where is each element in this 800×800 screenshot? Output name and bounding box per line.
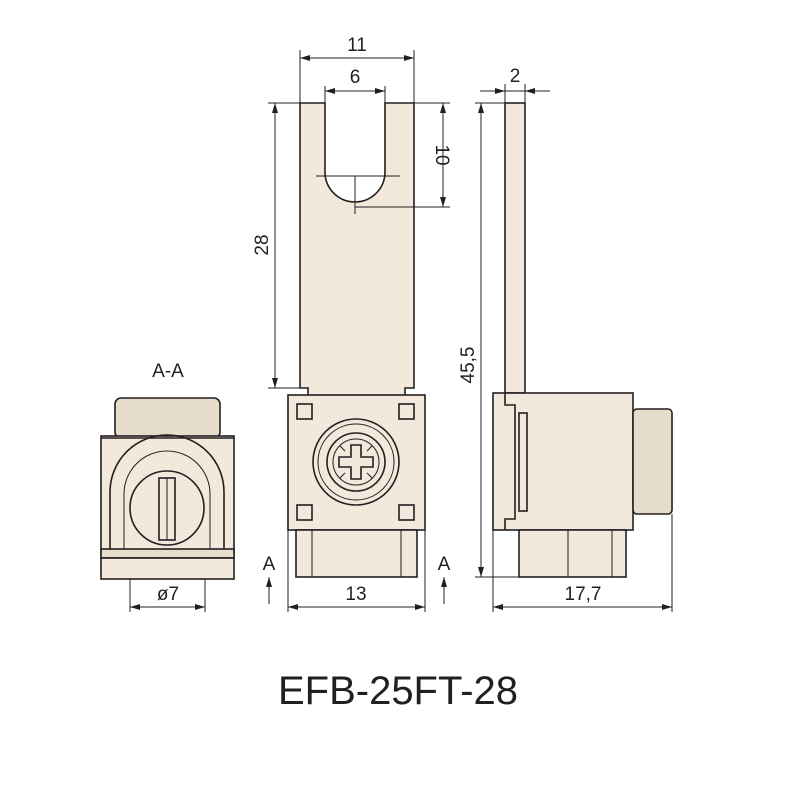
section-marker-right: A [438,554,451,575]
side-foot [518,529,627,578]
dim-total-height: 45,5 [458,347,479,384]
corner-square-bl [296,504,313,521]
section-label: A-A [152,361,184,382]
screw-head-icon [312,418,400,506]
product-title: EFB-25FT-28 [278,669,518,713]
section-bottom-strip [100,548,235,559]
section-u-clamp [109,434,225,550]
dim-plate-thickness: 2 [510,66,521,87]
dim-body-width: 13 [345,584,366,605]
dim-slot-depth: 10 [431,144,452,165]
side-screw-protrusion [632,408,673,515]
section-foot [100,557,235,580]
corner-square-tl [296,403,313,420]
section-top-cap [114,397,221,439]
front-foot [295,529,418,578]
corner-square-br [398,504,415,521]
dim-hole-diameter: ø7 [157,584,179,605]
section-marker-left: A [263,554,276,575]
side-plate [504,102,526,394]
section-view [100,397,235,580]
dim-slot-width: 6 [350,67,361,88]
front-tongue-plate [299,102,415,398]
dim-body-depth: 17,7 [565,584,602,605]
dim-tongue-width: 11 [347,35,367,56]
corner-square-tr [398,403,415,420]
side-terminal-body [492,392,634,531]
side-view [492,102,673,578]
side-clip [504,393,516,530]
dimension-lines [129,50,673,612]
dim-tongue-length: 28 [252,234,273,255]
front-view [287,102,426,578]
